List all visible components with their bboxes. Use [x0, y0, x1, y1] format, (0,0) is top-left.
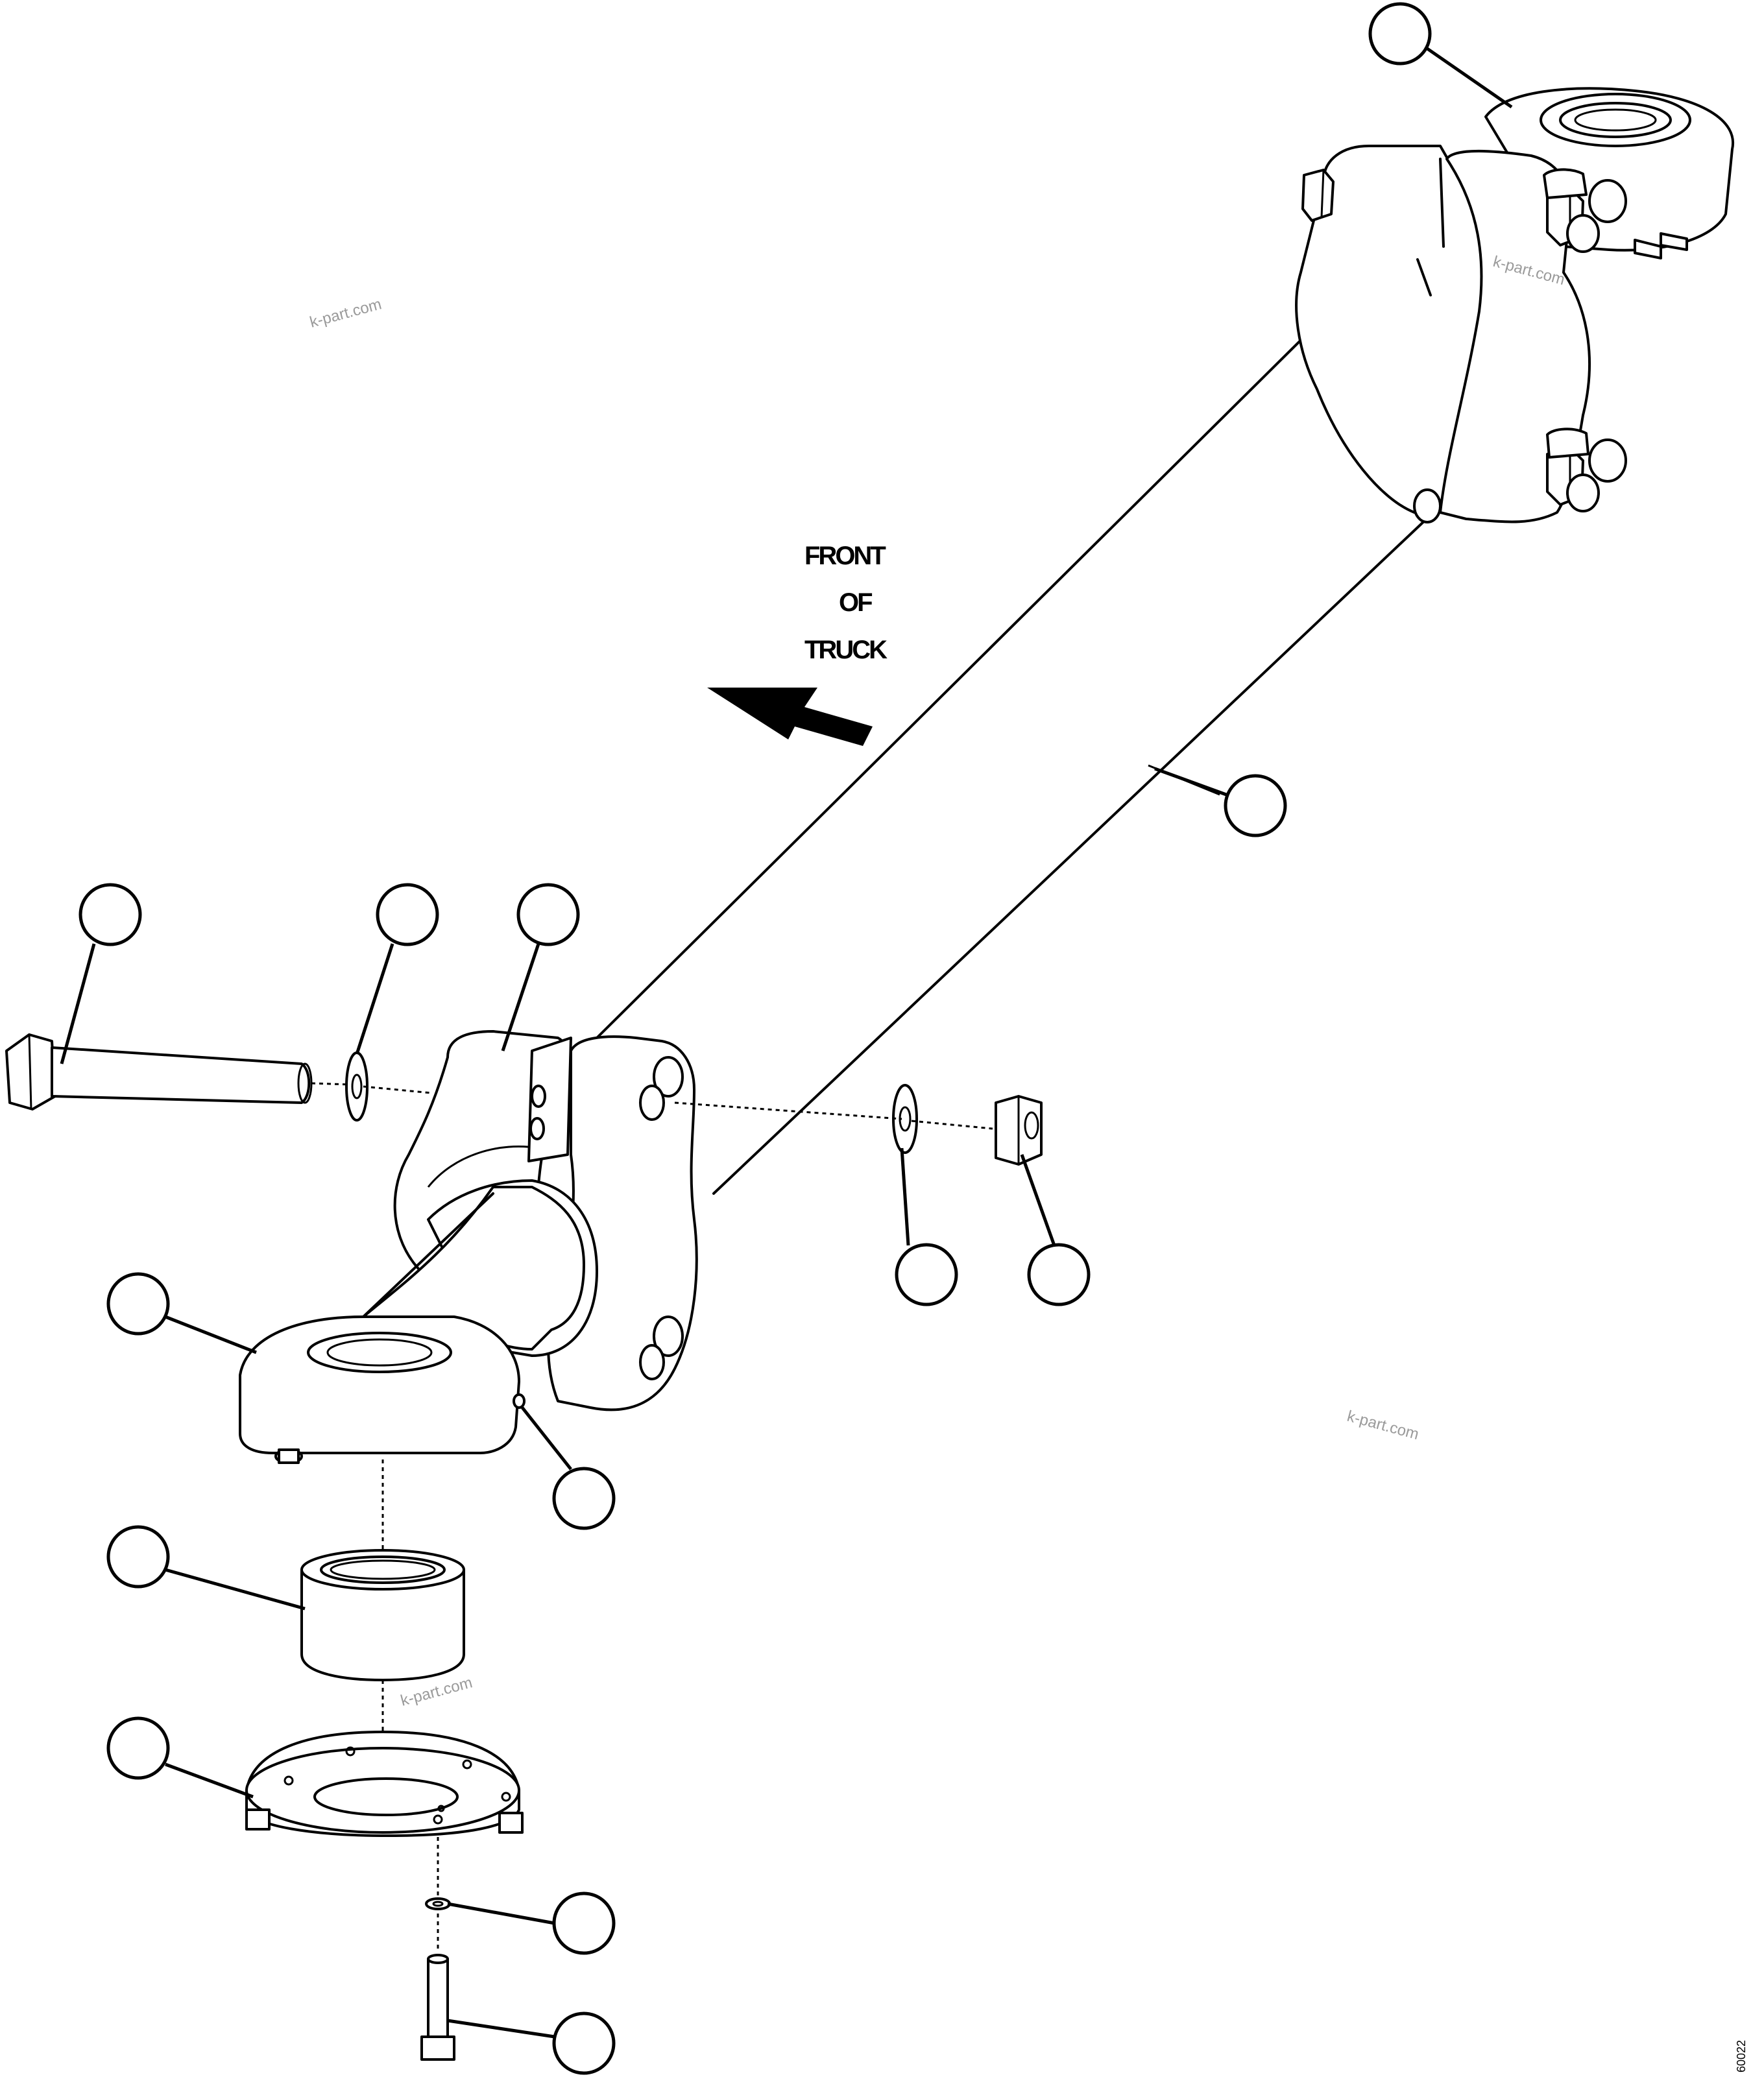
front-of-truck-indicator: FRONT OF TRUCK	[707, 542, 889, 746]
axle-tube	[596, 297, 1442, 1195]
callout-balloons	[79, 2, 1432, 2075]
leader-lines	[60, 47, 1513, 2039]
lower-mounting-cap	[362, 1030, 698, 1411]
callout-retainer-plate	[106, 1716, 170, 1780]
callout-cap-screw	[552, 2011, 616, 2075]
watermark-1: k-part.com	[308, 295, 383, 331]
callout-bushing	[106, 1525, 170, 1589]
callout-lock-nut	[1027, 1243, 1091, 1306]
nut-washer	[892, 1084, 918, 1154]
front-arrow-icon	[707, 688, 873, 746]
retainer-plate	[245, 1731, 524, 1837]
callout-top-right-eye	[1368, 2, 1432, 66]
callout-nut-washer	[895, 1243, 958, 1306]
callout-mounting-cap	[516, 883, 580, 946]
lock-washer	[425, 1897, 451, 1910]
callout-grease-fitting	[552, 1467, 616, 1530]
callout-long-bolt	[79, 883, 142, 946]
drawing-code: 60022	[1735, 2040, 1748, 2072]
lock-nut	[995, 1095, 1043, 1166]
cap-screw	[420, 1954, 455, 2061]
callout-axle-tube	[1224, 774, 1287, 837]
direction-label-line2: OF	[839, 588, 872, 617]
direction-label-line3: TRUCK	[804, 636, 888, 664]
lower-eye-end	[239, 1315, 526, 1464]
top-mounting-bracket	[1295, 87, 1735, 523]
callout-eye-end	[106, 1272, 170, 1336]
watermark-3: k-part.com	[1345, 1408, 1420, 1443]
bushing	[300, 1549, 465, 1681]
long-bolt	[5, 1033, 313, 1111]
direction-label-line1: FRONT	[804, 542, 886, 570]
callout-bolt-washer	[376, 883, 439, 946]
callout-lock-washer	[552, 1891, 616, 1955]
